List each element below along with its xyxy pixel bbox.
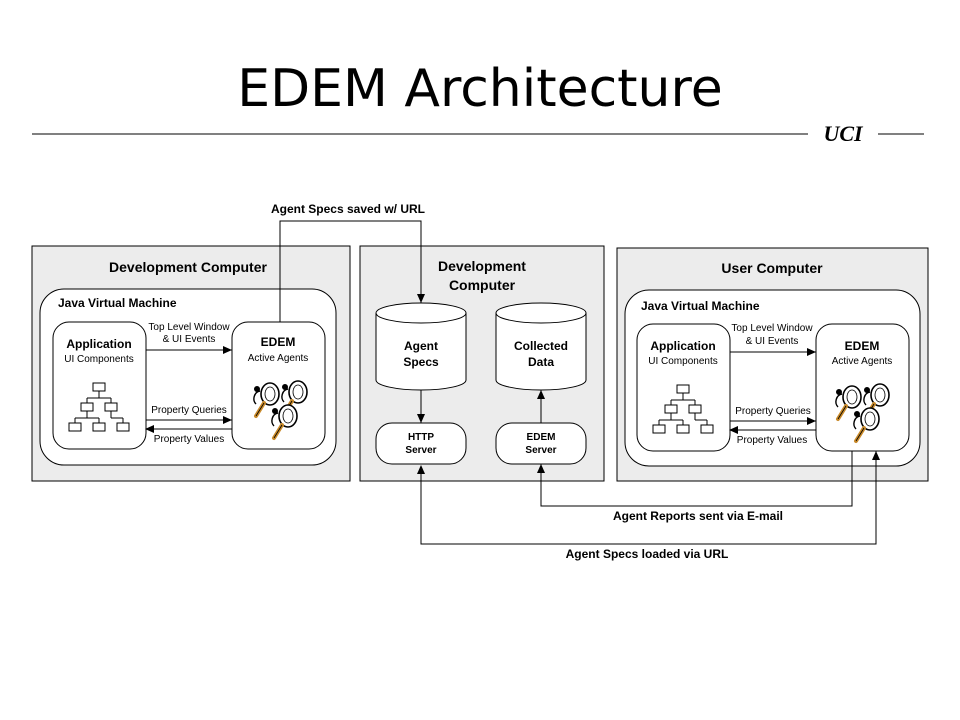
edem-title-right: EDEM <box>845 339 880 353</box>
jvm-title-right: Java Virtual Machine <box>641 299 760 313</box>
application-title-right: Application <box>650 339 715 353</box>
dev-computer-left-panel: Development Computer Java Virtual Machin… <box>31 245 351 482</box>
dev-computer-middle-panel: Development Computer Agent Specs Collect… <box>359 245 605 482</box>
label-property-queries-left: Property Queries <box>151 405 227 416</box>
edem-subtitle-right: Active Agents <box>832 356 893 367</box>
http-server-label-2: Server <box>405 445 436 456</box>
flow-specs-saved-arrow <box>279 220 425 322</box>
flow-reports-sent-label: Agent Reports sent via E-mail <box>613 509 783 523</box>
dev-left-title: Development Computer <box>109 259 267 275</box>
agent-specs-database <box>375 302 467 391</box>
label-top-window-left-1: Top Level Window <box>148 322 230 333</box>
agent-specs-label-1: Agent <box>404 339 438 353</box>
edem-subtitle-left: Active Agents <box>248 353 309 364</box>
dev-middle-title-2: Computer <box>449 277 516 293</box>
edem-server-label-2: Server <box>525 445 556 456</box>
agent-specs-label-2: Specs <box>403 355 439 369</box>
flow-specs-saved-label: Agent Specs saved w/ URL <box>271 202 425 216</box>
edem-server-label-1: EDEM <box>527 432 556 443</box>
label-top-window-left-2: & UI Events <box>163 334 216 345</box>
label-property-values-left: Property Values <box>154 434 224 445</box>
jvm-title-left: Java Virtual Machine <box>58 296 177 310</box>
collected-data-label-2: Data <box>528 355 554 369</box>
flow-specs-loaded-label: Agent Specs loaded via URL <box>566 547 729 561</box>
uci-logo: UCI <box>823 121 864 146</box>
flow-specs-loaded-arrow <box>417 451 880 545</box>
application-subtitle-right: UI Components <box>648 356 717 367</box>
user-computer-title: User Computer <box>721 260 823 276</box>
user-computer-panel: User Computer Java Virtual Machine Appli… <box>616 247 929 482</box>
application-title-left: Application <box>66 337 131 351</box>
edem-server-box <box>495 422 587 465</box>
label-top-window-right-1: Top Level Window <box>731 323 813 334</box>
label-property-values-right: Property Values <box>737 435 807 446</box>
http-server-box <box>375 422 467 465</box>
dev-middle-title-1: Development <box>438 258 526 274</box>
http-server-label-1: HTTP <box>408 432 434 443</box>
page-title: EDEM Architecture <box>237 59 723 119</box>
collected-data-label-1: Collected <box>514 339 568 353</box>
flow-reports-sent-arrow <box>537 451 853 507</box>
edem-title-left: EDEM <box>261 335 296 349</box>
label-property-queries-right: Property Queries <box>735 406 811 417</box>
label-top-window-right-2: & UI Events <box>746 336 799 347</box>
application-subtitle-left: UI Components <box>64 354 133 365</box>
